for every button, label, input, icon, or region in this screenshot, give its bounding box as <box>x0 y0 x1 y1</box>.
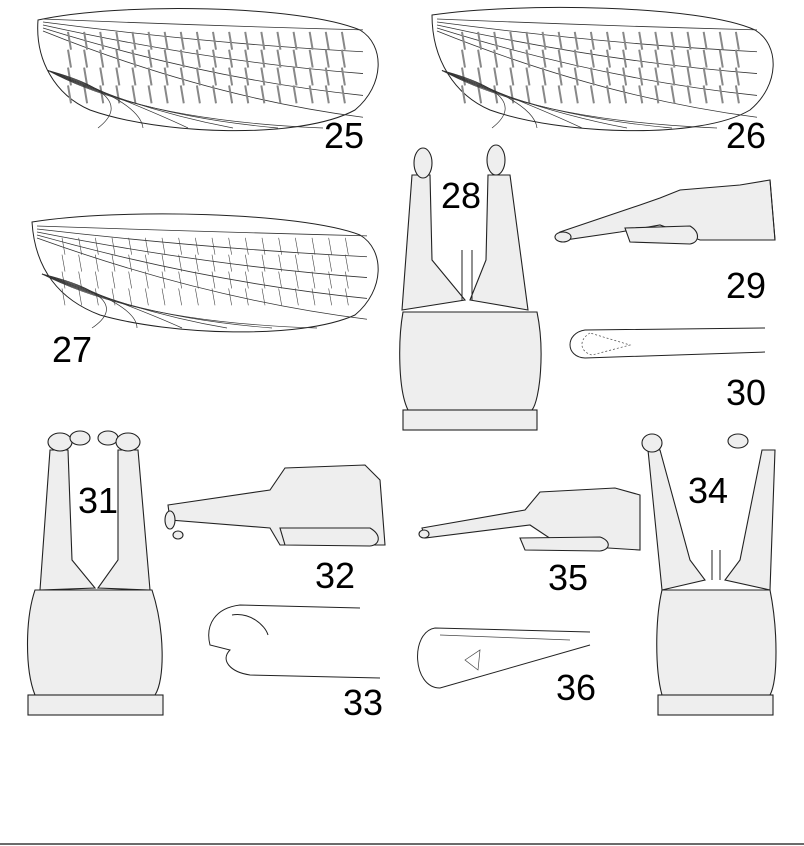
figure-label-26: 26 <box>726 115 767 156</box>
figure-label-36: 36 <box>556 667 597 708</box>
figure-label-34: 34 <box>688 470 729 511</box>
genitalia-lateral-fig-32 <box>164 464 386 547</box>
figure-label-25: 25 <box>324 115 365 156</box>
figure-label-29: 29 <box>726 265 767 306</box>
figure-label-31: 31 <box>78 480 119 521</box>
aedeagus-fig-30 <box>569 327 766 359</box>
genitalia-dorsal-fig-34 <box>641 433 777 716</box>
genitalia-dorsal-fig-28 <box>399 144 542 431</box>
figure-label-33: 33 <box>343 682 384 723</box>
figure-label-27: 27 <box>52 329 93 370</box>
aedeagus-fig-36 <box>417 627 591 689</box>
wing-fig-25 <box>37 8 379 132</box>
bottom-rule <box>0 843 804 845</box>
figure-label-35: 35 <box>548 557 589 598</box>
wing-fig-27 <box>31 213 379 333</box>
figure-label-32: 32 <box>315 555 356 596</box>
genitalia-dorsal-fig-31 <box>27 430 164 716</box>
figure-label-28: 28 <box>441 175 482 216</box>
genitalia-lateral-fig-35 <box>418 487 641 552</box>
genitalia-lateral-fig-29 <box>554 179 776 245</box>
figure-label-30: 30 <box>726 372 767 413</box>
wing-fig-26 <box>431 6 774 132</box>
aedeagus-fig-33 <box>208 604 381 679</box>
